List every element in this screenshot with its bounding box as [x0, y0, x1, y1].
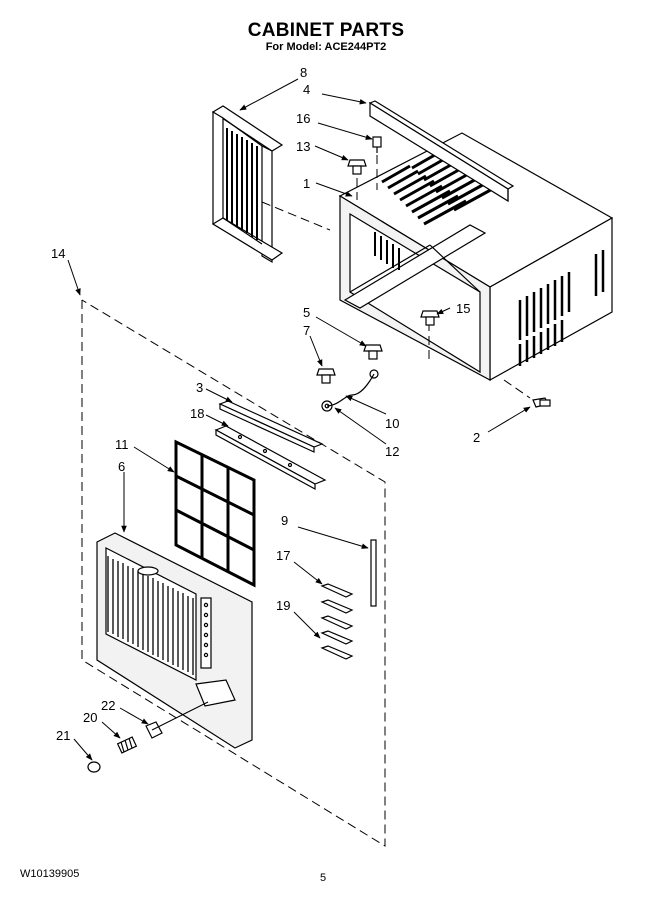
louver-strips [214, 400, 327, 491]
knob-assembly [87, 721, 163, 773]
callout-2: 2 [473, 430, 480, 445]
callout-5: 5 [303, 305, 310, 320]
callout-22: 22 [101, 698, 115, 713]
assembly-guides [81, 155, 531, 847]
hardware-fasteners [316, 136, 551, 412]
front-grille-details [137, 566, 236, 707]
callout-10: 10 [385, 416, 399, 431]
model-subtitle: For Model: ACE244PT2 [265, 41, 387, 53]
callout-7: 7 [303, 323, 310, 338]
page-title: CABINET PARTS [247, 20, 405, 41]
callout-17: 17 [276, 548, 290, 563]
callout-11: 11 [115, 437, 129, 452]
air-filter [174, 439, 256, 588]
callout-6: 6 [118, 459, 125, 474]
callout-8: 8 [300, 65, 307, 80]
callout-21: 21 [56, 728, 70, 743]
front-grille-louvers [107, 556, 194, 675]
callout-4: 4 [303, 82, 310, 97]
callout-12: 12 [385, 444, 399, 459]
page-number: 5 [320, 872, 327, 884]
louver-clips [320, 583, 354, 660]
callout-20: 20 [83, 710, 97, 725]
callout-14: 14 [51, 246, 65, 261]
callout-16: 16 [296, 111, 310, 126]
callout-18: 18 [190, 406, 204, 421]
callout-19: 19 [276, 598, 290, 613]
callout-1: 1 [303, 176, 310, 191]
leader-lines [67, 78, 531, 761]
callout-15: 15 [456, 301, 470, 316]
callout-9: 9 [281, 513, 288, 528]
side-curtain-slats [226, 128, 258, 240]
document-number: W10139905 [20, 868, 80, 880]
callout-13: 13 [296, 139, 310, 154]
cabinet-side-vents [518, 250, 605, 366]
side-seal [370, 539, 377, 607]
callout-3: 3 [196, 380, 203, 395]
cabinet-inner-vents [374, 232, 400, 270]
top-bracket [368, 100, 515, 203]
